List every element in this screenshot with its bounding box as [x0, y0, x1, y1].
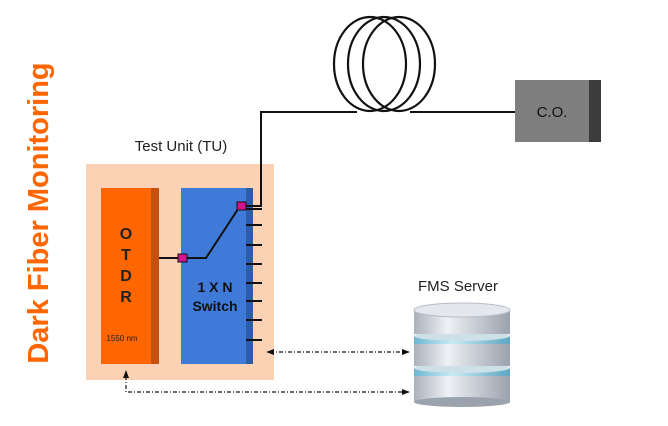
test-unit-label: Test Unit (TU) [135, 138, 228, 155]
otdr-to-switch-fiber [159, 205, 241, 259]
otdr-letter-o: O [120, 226, 132, 243]
fms-server-icon [413, 302, 511, 407]
vertical-title: Dark Fiber Monitoring [23, 62, 55, 363]
otdr-switch-connector [177, 253, 188, 263]
otdr-letter-t: T [121, 247, 131, 264]
switch-output-connector [236, 201, 247, 211]
fiber-coil [332, 15, 437, 113]
switch-module: 1 X N Switch [181, 188, 253, 364]
otdr-server-link [123, 370, 410, 395]
central-office-box: C.O. [515, 80, 601, 142]
switch-server-link [266, 349, 410, 355]
otdr-module: O T D R 1550 nm [101, 188, 159, 364]
co-label: C.O. [537, 104, 568, 121]
switch-label-line1: 1 X N [197, 279, 232, 295]
switch-label-line2: Switch [192, 298, 237, 314]
otdr-letter-d: D [120, 268, 132, 285]
fms-server-label: FMS Server [418, 278, 498, 295]
otdr-wavelength: 1550 nm [106, 334, 137, 343]
otdr-letter-r: R [120, 289, 132, 306]
switch-ports [246, 208, 262, 341]
monitored-fiber [240, 111, 357, 207]
